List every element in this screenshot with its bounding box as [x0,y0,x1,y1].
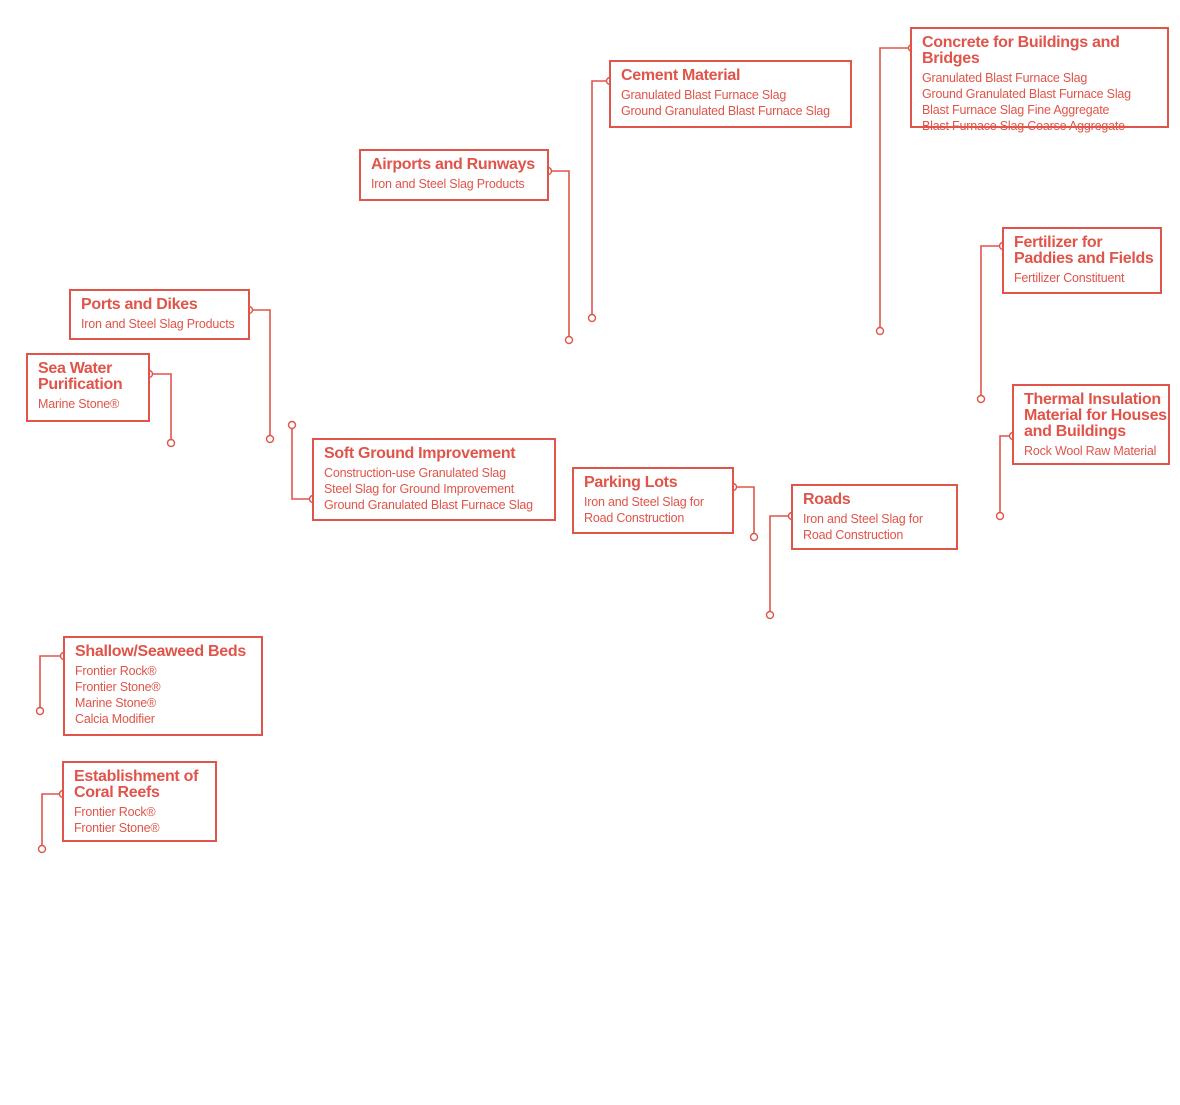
callout-title: Airports and Runways [371,156,535,173]
callout-title: Parking Lots [584,474,678,491]
connector-roads [769,515,792,615]
callout-item: Frontier Rock® [75,664,157,678]
callout-title: Cement Material [621,67,741,84]
callout-parking: Parking Lots Iron and Steel Slag for Roa… [572,467,734,534]
callout-title: Shallow/Seaweed Beds [75,643,246,660]
callout-item: Calcia Modifier [75,712,155,726]
anchor-concrete-site [875,326,885,336]
callout-item: Marine Stone® [75,696,156,710]
callout-title: Roads [803,491,851,508]
callout-thermal: Thermal Insulation Material for Houses a… [1012,384,1170,465]
callout-title: Concrete for Buildings and Bridges [922,34,1120,67]
anchor-coral-site [37,844,47,854]
connector-coral [41,793,63,849]
callout-item: Fertilizer Constituent [1014,271,1125,285]
callout-item: Blast Furnace Slag Coarse Aggregate [922,119,1125,133]
callout-title: Fertilizer for Paddies and Fields [1014,234,1154,267]
callout-item: Iron and Steel Slag Products [371,177,525,191]
anchor-seawater-site [166,438,176,448]
anchor-airports-site [564,335,574,345]
callout-title: Ports and Dikes [81,296,198,313]
anchor-thermal-site [995,511,1005,521]
anchor-shallow-site [35,706,45,716]
anchor-parking-site [749,532,759,542]
connector-fertilizer [980,245,1003,399]
callout-concrete: Concrete for Buildings and Bridges Granu… [910,27,1169,133]
callout-item: Blast Furnace Slag Fine Aggregate [922,103,1110,117]
callout-title: Establishment of Coral Reefs [74,768,199,801]
connector-parking [733,486,755,537]
anchor-roads-site [765,610,775,620]
callout-fertilizer: Fertilizer for Paddies and Fields Fertil… [1002,227,1162,294]
callout-item: Frontier Stone® [75,680,161,694]
connector-airports [548,170,570,340]
callout-seawater: Sea Water Purification Marine Stone® [26,353,150,422]
callout-item: Ground Granulated Blast Furnace Slag [922,87,1131,101]
callout-item: Frontier Stone® [74,821,160,835]
callout-item: Iron and Steel Slag for Road Constructio… [584,495,704,525]
callout-shallow-beds: Shallow/Seaweed Beds Frontier Rock® Fron… [63,636,263,736]
anchor-soft-site [287,420,297,430]
callout-title: Thermal Insulation Material for Houses a… [1024,391,1167,440]
callout-cement: Cement Material Granulated Blast Furnace… [609,60,852,128]
connector-shallow [39,655,64,711]
callout-item: Steel Slag for Ground Improvement [324,482,515,496]
anchor-ports-site [265,434,275,444]
callout-coral-reefs: Establishment of Coral Reefs Frontier Ro… [62,761,217,842]
anchor-cement-site [587,313,597,323]
callout-airports: Airports and Runways Iron and Steel Slag… [359,149,549,201]
callout-ports: Ports and Dikes Iron and Steel Slag Prod… [69,289,250,340]
callout-item: Granulated Blast Furnace Slag [922,71,1088,85]
callout-item: Iron and Steel Slag for Road Constructio… [803,512,923,542]
callout-item: Frontier Rock® [74,805,156,819]
callout-title: Sea Water Purification [38,360,123,393]
callout-item: Iron and Steel Slag Products [81,317,235,331]
callout-item: Construction-use Granulated Slag [324,466,506,480]
callout-roads: Roads Iron and Steel Slag for Road Const… [791,484,958,550]
connector-seawater [149,373,172,443]
anchor-fertilizer-site [976,394,986,404]
callout-item: Ground Granulated Blast Furnace Slag [324,498,533,512]
callout-soft-ground: Soft Ground Improvement Construction-use… [312,438,556,521]
callout-title: Soft Ground Improvement [324,445,516,462]
callout-item: Marine Stone® [38,397,119,411]
callout-item: Rock Wool Raw Material [1024,444,1157,458]
connector-ports [249,309,271,439]
connector-concrete [879,47,912,331]
connector-thermal [999,435,1013,516]
connector-soft [291,425,313,500]
callout-item: Ground Granulated Blast Furnace Slag [621,104,830,118]
callout-item: Granulated Blast Furnace Slag [621,88,787,102]
connector-cement [591,80,610,318]
